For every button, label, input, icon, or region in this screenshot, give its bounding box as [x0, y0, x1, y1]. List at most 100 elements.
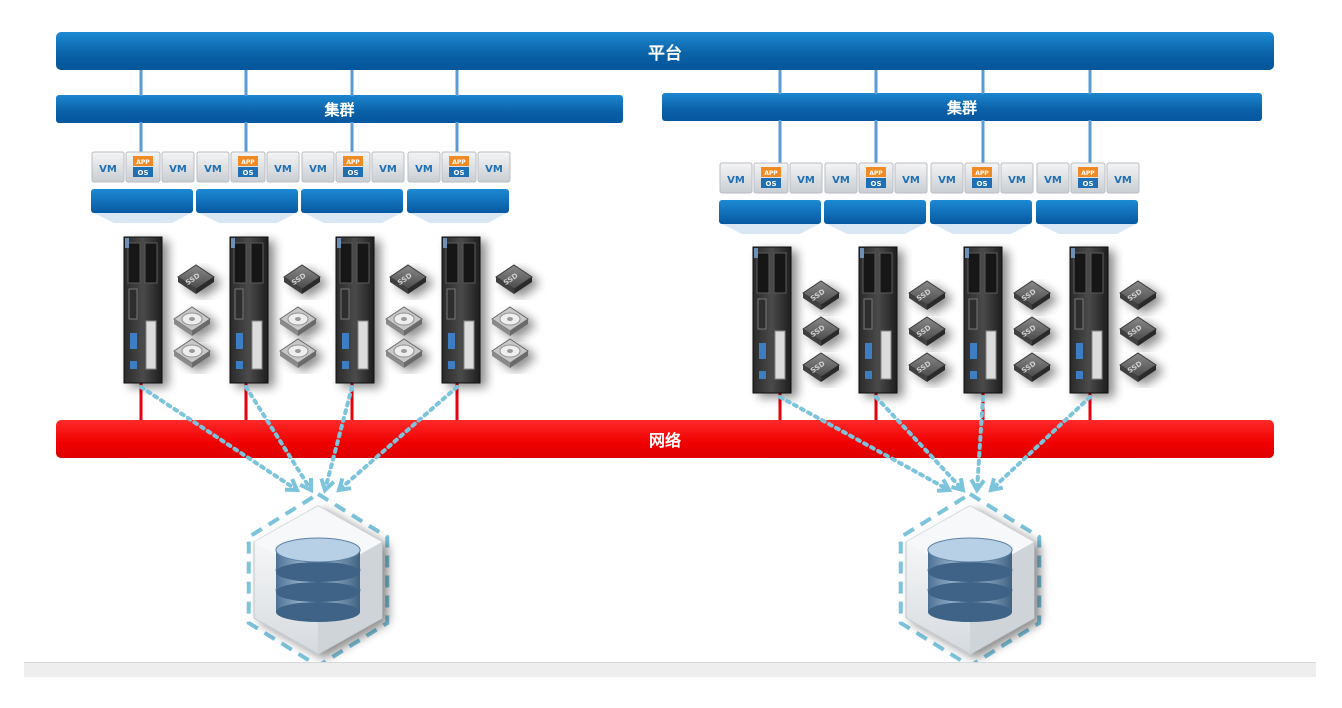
server-port	[968, 298, 978, 330]
vm-label: VM	[99, 164, 117, 175]
ssd-icon: SSD	[1119, 316, 1157, 346]
database-icon	[275, 537, 361, 622]
storage-link	[323, 385, 354, 492]
server-slot	[357, 320, 369, 370]
ssd-side	[803, 293, 821, 310]
hdd-side	[510, 351, 528, 368]
hdd-side	[298, 319, 316, 336]
hdd-side	[386, 319, 404, 336]
server-handle	[1071, 248, 1075, 258]
os-block	[761, 178, 781, 188]
vm-label: VM	[309, 164, 327, 175]
ssd-side	[803, 329, 821, 346]
server-vga	[448, 333, 455, 349]
vm-label: VM	[902, 175, 920, 186]
vm-icon	[196, 151, 230, 183]
network-label: 网络	[648, 431, 681, 450]
hdd-icon	[173, 338, 211, 368]
hdd-icon	[279, 306, 317, 336]
shared-storage-layer	[246, 491, 1042, 669]
server-icon	[963, 246, 1003, 394]
storage-links-layer	[139, 385, 1092, 494]
server-vga	[865, 343, 872, 359]
host-hypervisor-bar	[930, 200, 1032, 224]
server-bay	[339, 242, 353, 284]
app-label: APP	[136, 159, 150, 166]
ssd-side	[803, 365, 821, 382]
ssd-side	[1138, 329, 1156, 346]
hdd-side	[492, 351, 510, 368]
vm-icon	[789, 162, 823, 194]
ssd-icon: SSD	[908, 280, 946, 310]
server-bay	[967, 252, 981, 294]
storage-link-arrow	[284, 478, 301, 493]
server-bay	[356, 242, 370, 284]
storage-link-arrow	[936, 478, 953, 493]
server-slot	[463, 320, 475, 370]
vm-label: VM	[1008, 175, 1026, 186]
server-port	[446, 288, 456, 320]
storage-link	[778, 395, 951, 492]
database-icon	[927, 537, 1013, 622]
ssd-side	[1014, 293, 1032, 310]
hdd-side	[280, 319, 298, 336]
server-icon	[123, 236, 163, 384]
ssd-side	[514, 277, 532, 294]
server-slot	[145, 320, 157, 370]
ssd-icon: SSD	[1119, 352, 1157, 382]
server-icon	[1069, 246, 1109, 394]
hdd-spindle	[295, 349, 301, 353]
host-hypervisor-bar	[301, 189, 403, 213]
os-label: OS	[454, 169, 465, 177]
ssd-icon: SSD	[177, 264, 215, 294]
server-bay	[984, 252, 998, 294]
hdd-icon	[279, 338, 317, 368]
ssd-icon: SSD	[1013, 316, 1051, 346]
hdd-spindle	[189, 317, 195, 321]
server-bay	[773, 252, 787, 294]
network-bar: 网络	[56, 420, 1274, 458]
os-label: OS	[348, 169, 359, 177]
host-hypervisor-bar	[719, 200, 821, 224]
app-os-icon	[133, 156, 153, 166]
ssd-icon: SSD	[283, 264, 321, 294]
server-bay	[445, 242, 459, 284]
server-slot	[251, 320, 263, 370]
vm-label: VM	[1114, 175, 1132, 186]
platform-bar: 平台	[56, 32, 1274, 70]
server-vga	[1076, 343, 1083, 359]
vm-icon	[301, 151, 335, 183]
server-slot	[774, 330, 786, 380]
host-bar-shadow	[827, 224, 924, 234]
ssd-side	[1032, 365, 1050, 382]
vm-label: VM	[274, 164, 292, 175]
server-slot	[985, 330, 997, 380]
ssd-side	[390, 277, 408, 294]
app-os-icon	[972, 167, 992, 177]
shared-storage	[898, 491, 1042, 669]
server-bay	[1073, 252, 1087, 294]
hdd-side	[404, 319, 422, 336]
server-icon	[335, 236, 375, 384]
server-bay	[127, 242, 141, 284]
os-block	[449, 167, 469, 177]
storage-link-arrow	[950, 477, 966, 493]
hdd-spindle	[507, 349, 513, 353]
vm-icon	[91, 151, 125, 183]
server-vga	[970, 343, 977, 359]
server-port	[863, 298, 873, 330]
ssd-side	[909, 329, 927, 346]
ssd-side	[909, 365, 927, 382]
ssd-icon: SSD	[908, 352, 946, 382]
app-label: APP	[346, 159, 360, 166]
server-icon	[858, 246, 898, 394]
vm-label: VM	[938, 175, 956, 186]
storage-link	[244, 385, 313, 492]
storage-link-arrow	[299, 477, 314, 494]
ssd-side	[1014, 365, 1032, 382]
server-usb	[970, 371, 977, 379]
os-block	[238, 167, 258, 177]
storage-link-arrow	[319, 477, 336, 494]
